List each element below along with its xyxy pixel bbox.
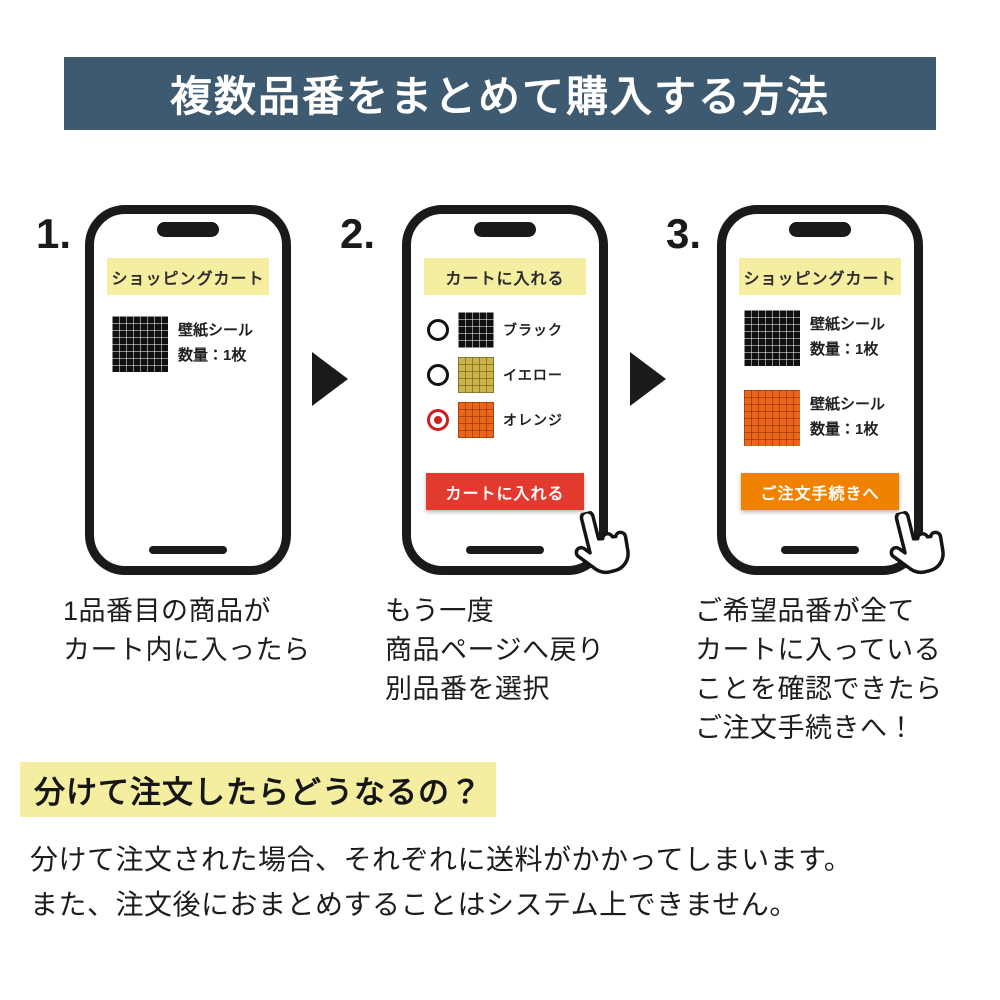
product-name: 壁紙シール <box>810 316 886 334</box>
product-name: 壁紙シール <box>178 322 254 340</box>
step-2-number: 2. <box>340 210 376 257</box>
step-3-caption: ご希望品番が全て カートに入っている ことを確認できたら ご注文手続きへ！ <box>695 596 943 744</box>
cart-item-row: 壁紙シール 数量：1枚 <box>744 390 906 446</box>
black-grid-swatch <box>112 316 168 372</box>
step-1-number: 1. <box>36 210 72 257</box>
color-option-list: ブラック イエロー オレンジ <box>427 312 593 447</box>
color-option-orange[interactable]: オレンジ <box>427 402 593 438</box>
phone-notch <box>474 222 536 237</box>
product-quantity: 数量：1枚 <box>178 347 247 364</box>
orange-grid-swatch <box>744 390 800 446</box>
step-3-number: 3. <box>666 210 702 257</box>
phone-notch <box>157 222 219 237</box>
option-label: ブラック <box>503 322 563 338</box>
arrow-right-icon <box>630 352 666 406</box>
phone-home-indicator <box>149 546 227 554</box>
phone-home-indicator <box>466 546 544 554</box>
yellow-grid-swatch <box>458 357 494 393</box>
orange-grid-swatch <box>458 402 494 438</box>
add-to-cart-button[interactable]: カートに入れる <box>426 473 584 510</box>
phone-step-3: ショッピングカート 壁紙シール 数量：1枚 壁紙シール 数量：1枚 ご注文手続き… <box>717 205 945 575</box>
step-2-caption: もう一度 商品ページへ戻り 別品番を選択 <box>385 596 605 705</box>
footer-heading: 分けて注文したらどうなるの？ <box>20 762 496 817</box>
product-quantity: 数量：1枚 <box>810 341 879 358</box>
add-to-cart-banner: カートに入れる <box>424 258 586 295</box>
proceed-to-order-button[interactable]: ご注文手続きへ <box>741 473 899 510</box>
shopping-cart-banner: ショッピングカート <box>739 258 901 295</box>
phone-step-2: カートに入れる ブラック イエロー オレンジ カートに入れる <box>402 205 630 575</box>
cart-item-row: 壁紙シール 数量：1枚 <box>112 316 274 372</box>
phone-notch <box>789 222 851 237</box>
hand-cursor-icon <box>574 510 630 574</box>
option-label: オレンジ <box>503 412 563 428</box>
cart-item-row: 壁紙シール 数量：1枚 <box>744 310 906 366</box>
hand-cursor-icon <box>889 510 945 574</box>
phone-step-1: ショッピングカート 壁紙シール 数量：1枚 <box>85 205 291 575</box>
page-title: 複数品番をまとめて購入する方法 <box>64 57 936 130</box>
phone-home-indicator <box>781 546 859 554</box>
shopping-cart-banner: ショッピングカート <box>107 258 269 295</box>
radio-selected-icon[interactable] <box>427 409 449 431</box>
product-quantity: 数量：1枚 <box>810 421 879 438</box>
color-option-yellow[interactable]: イエロー <box>427 357 593 393</box>
black-grid-swatch <box>744 310 800 366</box>
option-label: イエロー <box>503 367 563 383</box>
radio-unselected-icon[interactable] <box>427 364 449 386</box>
arrow-right-icon <box>312 352 348 406</box>
radio-unselected-icon[interactable] <box>427 319 449 341</box>
step-1-caption: 1品番目の商品が カート内に入ったら <box>63 596 311 666</box>
product-name: 壁紙シール <box>810 396 886 414</box>
black-grid-swatch <box>458 312 494 348</box>
color-option-black[interactable]: ブラック <box>427 312 593 348</box>
footer-body: 分けて注文された場合、それぞれに送料がかかってしまいます。 また、注文後におまと… <box>30 844 853 920</box>
